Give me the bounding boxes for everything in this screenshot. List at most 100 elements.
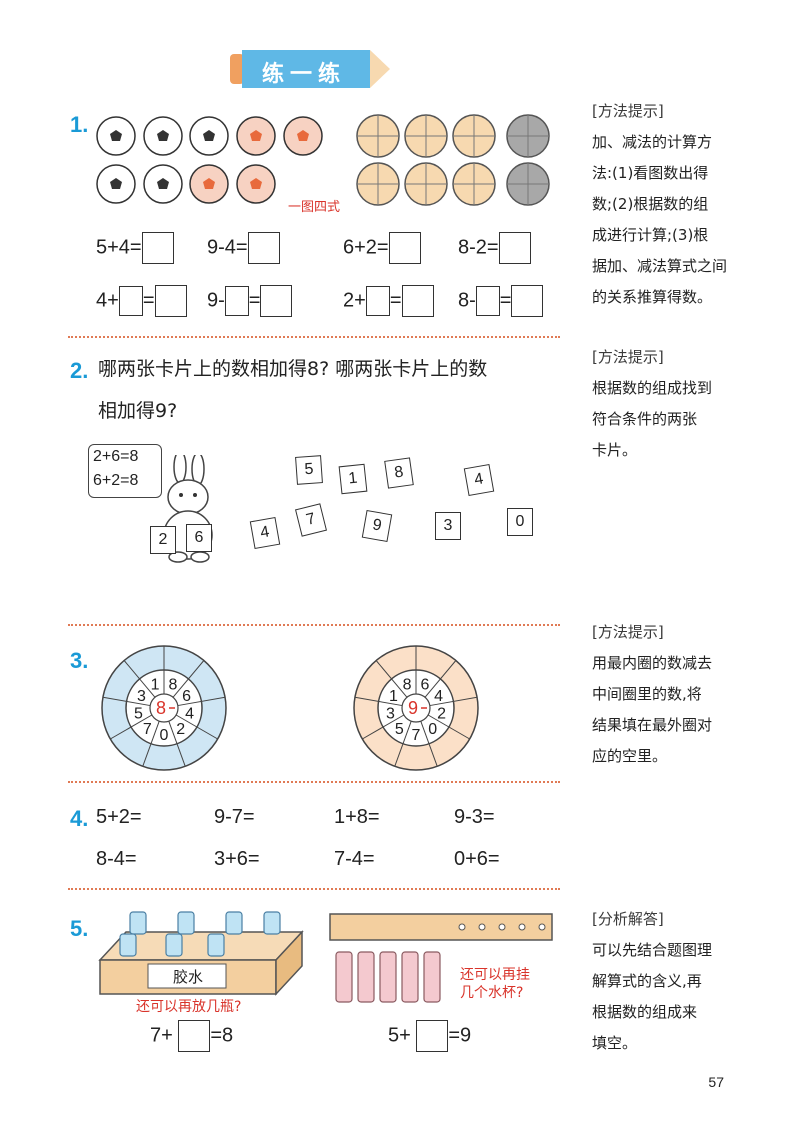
number-card[interactable]: 8	[384, 457, 414, 489]
wheel-number: 4	[434, 688, 443, 705]
tip-line: 数;(2)根据数的组	[592, 195, 709, 213]
q1-equation-row-1: 5+4=	[96, 232, 174, 264]
annotation-one-picture-four-equations: 一图四式	[288, 200, 341, 215]
tip-tag: [分析解答]	[592, 910, 664, 928]
q4-equation: 7-4=	[334, 848, 375, 870]
wheel-number: 8	[403, 677, 412, 694]
tip-line: 加、减法的计算方	[592, 133, 713, 151]
page-title: 练一练	[262, 62, 347, 87]
basketball-icon	[506, 162, 550, 206]
q5-question-2: 还可以再挂 几个水杯?	[460, 966, 530, 1002]
title-banner	[230, 50, 390, 88]
tip-line: 中间圈里的数,将	[592, 685, 702, 703]
wheel-number: 0	[160, 727, 169, 744]
equation-part: 2+	[343, 289, 366, 312]
analysis-tip-5: [分析解答] 可以先结合题图理 解算式的含义,再 根据数的组成来 填空。	[592, 904, 742, 1059]
question-number-1: 1.	[70, 112, 89, 137]
q4-equation: 8-4=	[96, 848, 137, 870]
soccer-ball-icon	[189, 164, 229, 204]
answer-box[interactable]	[498, 232, 531, 264]
number-card[interactable]: 1	[338, 463, 368, 495]
answer-box[interactable]	[141, 232, 174, 264]
question-number-2: 2.	[70, 358, 89, 383]
tip-line: 应的空里。	[592, 747, 668, 765]
question-number-3: 3.	[70, 648, 89, 673]
q4-equation: 0+6=	[454, 848, 500, 870]
number-card[interactable]: 7	[294, 503, 328, 537]
equation-part: =	[248, 289, 261, 312]
soccer-ball-icon	[143, 116, 183, 156]
basketball-icon	[356, 114, 400, 158]
balls-illustration	[96, 114, 550, 206]
tip-line: 用最内圈的数减去	[592, 654, 713, 672]
speech-bubble: 2+6=8 6+2=8	[88, 444, 162, 498]
q1-equation: 2+=	[343, 285, 434, 317]
answer-box[interactable]	[247, 232, 280, 264]
soccer-ball-icon	[189, 116, 229, 156]
method-tip-2: [方法提示] 根据数的组成找到 符合条件的两张 卡片。	[592, 342, 742, 466]
q4-equation: 9-7=	[214, 806, 255, 828]
soccer-ball-icon	[283, 116, 323, 156]
number-card[interactable]: 4	[249, 516, 281, 550]
equation-part: 8-	[458, 289, 476, 312]
basketball-icon	[356, 162, 400, 206]
answer-box[interactable]	[388, 232, 421, 264]
soccer-ball-icon	[143, 164, 183, 204]
equation-part: 5+	[388, 1024, 411, 1047]
q4-equation: 9-3=	[454, 806, 495, 828]
answer-box[interactable]	[154, 285, 187, 317]
wheel-number: 0	[428, 721, 437, 738]
wheel-number: 7	[143, 721, 152, 738]
question-line: 几个水杯?	[460, 985, 524, 1001]
basketball-icon	[404, 162, 448, 206]
wheel-number: 5	[134, 706, 143, 723]
q1-equation: 6+2=	[343, 232, 421, 264]
answer-box[interactable]	[224, 286, 249, 316]
number-card[interactable]: 4	[463, 463, 495, 497]
rabbit-card: 2	[150, 526, 176, 554]
tip-line: 的关系推算得数。	[592, 288, 713, 306]
tip-tag: [方法提示]	[592, 348, 664, 366]
section-divider	[68, 888, 560, 890]
number-card[interactable]: 0	[507, 508, 533, 536]
equation-part: =8	[210, 1024, 234, 1047]
answer-box[interactable]	[118, 286, 143, 316]
soccer-ball-icon	[236, 164, 276, 204]
answer-box[interactable]	[178, 1020, 211, 1052]
tip-line: 根据数的组成找到	[592, 379, 713, 397]
wheel-number: 8	[168, 677, 177, 694]
answer-box[interactable]	[475, 286, 500, 316]
equation: 8-2=	[458, 236, 499, 259]
soccer-balls	[96, 116, 323, 204]
equation-part: =	[499, 289, 512, 312]
equation-part: =9	[448, 1024, 472, 1047]
answer-box[interactable]	[401, 285, 434, 317]
section-divider	[68, 781, 560, 783]
cup-rack-illustration	[329, 913, 553, 1003]
section-divider	[68, 624, 560, 626]
answer-box[interactable]	[365, 286, 390, 316]
tip-line: 据加、减法算式之间	[592, 257, 728, 275]
number-card[interactable]: 5	[295, 455, 323, 485]
rabbit-card: 6	[186, 524, 212, 552]
wheel-number: 2	[176, 721, 185, 738]
tip-line: 成进行计算;(3)根	[592, 226, 709, 244]
equation-part: 9-	[207, 289, 225, 312]
tip-line: 结果填在最外圈对	[592, 716, 713, 734]
tip-tag: [方法提示]	[592, 102, 664, 120]
answer-box[interactable]	[511, 285, 544, 317]
bubble-line: 2+6=8	[93, 448, 139, 465]
wheel-number: 2	[437, 706, 446, 723]
question-number-4: 4.	[70, 806, 89, 831]
basketball-icon	[452, 114, 496, 158]
method-tip-3: [方法提示] 用最内圈的数减去 中间圈里的数,将 结果填在最外圈对 应的空里。	[592, 617, 742, 772]
number-card[interactable]: 9	[361, 509, 393, 543]
q1-equation: 8-2=	[458, 232, 531, 264]
answer-box[interactable]	[416, 1020, 449, 1052]
equation-part: 4+	[96, 289, 119, 312]
answer-box[interactable]	[260, 285, 293, 317]
glue-box-illustration	[98, 911, 304, 996]
number-card[interactable]: 3	[435, 512, 461, 540]
